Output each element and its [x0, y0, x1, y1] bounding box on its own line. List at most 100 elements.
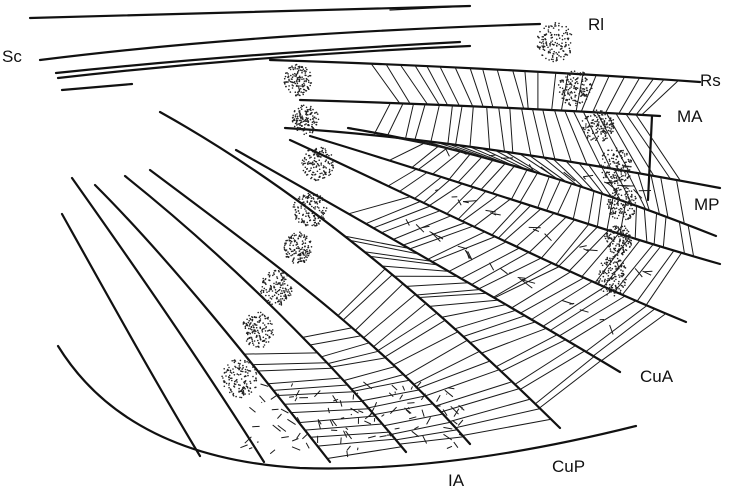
- stipple-spot: [599, 147, 632, 184]
- reticulation-veinlet: [583, 175, 593, 176]
- reticulation-cell: [340, 400, 342, 406]
- crossvein: [635, 206, 636, 239]
- reticulation-cell: [380, 436, 387, 437]
- crossvein: [606, 113, 641, 174]
- reticulation-veinlet: [490, 263, 494, 270]
- reticulation-cell: [351, 414, 352, 415]
- crossvein: [430, 300, 499, 306]
- label-cua: CuA: [640, 367, 674, 386]
- crossvein: [654, 213, 657, 244]
- crossvein: [456, 106, 463, 145]
- reticulation-cell: [403, 386, 405, 391]
- reticulation-cell: [341, 438, 342, 444]
- crossvein: [547, 180, 561, 211]
- crossvein: [427, 66, 448, 105]
- crossvein: [565, 111, 587, 165]
- crossvein: [520, 351, 585, 390]
- crossvein: [415, 104, 425, 139]
- crossvein: [593, 309, 655, 356]
- crossvein: [499, 107, 505, 151]
- crossvein: [582, 234, 619, 277]
- reticulation-cell: [306, 443, 309, 449]
- crossvein: [538, 177, 550, 208]
- reticulation-cell: [260, 396, 266, 402]
- crossvein: [496, 335, 557, 367]
- short-basal-vein: [62, 84, 132, 90]
- crossvein: [406, 283, 468, 287]
- label-sc: Sc: [2, 47, 22, 66]
- reticulation-cell: [261, 384, 269, 386]
- reticulation-veinlet: [422, 226, 429, 227]
- crossvein: [661, 177, 668, 217]
- crossvein: [606, 77, 625, 113]
- crossvein: [561, 74, 568, 111]
- crossvein: [374, 404, 433, 415]
- crossvein: [481, 163, 505, 189]
- crossvein: [440, 67, 459, 106]
- crossvein: [349, 197, 411, 214]
- reticulation-cell: [353, 394, 354, 399]
- crossvein: [555, 110, 572, 162]
- reticulation-cell: [291, 383, 292, 386]
- crossvein: [389, 143, 424, 160]
- reticulation-veinlet: [617, 185, 630, 186]
- crossvein: [540, 361, 601, 408]
- reticulation-cell: [351, 408, 359, 413]
- crossvein: [663, 217, 666, 248]
- crossvein: [455, 68, 473, 107]
- crossvein: [456, 409, 541, 428]
- crossvein: [471, 160, 494, 186]
- crossvein: [552, 73, 556, 110]
- crossvein: [559, 227, 598, 266]
- crossvein: [470, 106, 473, 146]
- reticulation-cell: [365, 413, 373, 419]
- crossvein: [642, 81, 679, 115]
- reticulation-veinlet: [509, 273, 512, 274]
- reticulation-cell: [328, 408, 329, 413]
- reticulation-veinlet: [579, 246, 586, 248]
- crossvein: [470, 322, 535, 343]
- reticulation-cell: [347, 451, 348, 457]
- reticulation-cell: [296, 390, 299, 396]
- crossvein: [597, 194, 602, 227]
- crossvein: [458, 157, 482, 182]
- reticulation-cell: [458, 420, 463, 426]
- crossvein: [573, 187, 580, 220]
- reticulation-cell: [411, 386, 412, 389]
- reticulation-cell: [358, 448, 359, 451]
- reticulation-cell: [422, 410, 424, 417]
- r-parallel-vein: [56, 42, 460, 73]
- crossvein: [619, 78, 640, 114]
- stipple-spot: [243, 312, 275, 348]
- crossvein: [636, 115, 681, 181]
- crossvein: [393, 332, 458, 365]
- crossvein: [303, 328, 353, 338]
- reticulation-cell: [445, 390, 453, 397]
- reticulation-cell: [437, 395, 441, 402]
- reticulation-veinlet: [584, 177, 586, 179]
- crossvein: [442, 305, 506, 318]
- reticulation-veinlet: [501, 269, 508, 274]
- crossvein: [525, 71, 528, 109]
- reticulation-cell: [249, 448, 252, 449]
- crossvein: [482, 328, 547, 353]
- crossvein: [384, 414, 443, 426]
- crossvein: [593, 76, 609, 112]
- crossvein: [626, 114, 670, 179]
- crossvein: [431, 105, 440, 142]
- reticulation-cell: [297, 433, 301, 439]
- reticulation-cell: [333, 395, 338, 402]
- reticulation-cell: [448, 388, 455, 389]
- crossvein: [305, 424, 383, 430]
- crossvein: [386, 64, 410, 103]
- crossvein: [497, 70, 508, 108]
- stippled-spots: [221, 22, 636, 398]
- reticulation-cell: [446, 394, 447, 395]
- reticulation-veinlet: [519, 278, 532, 288]
- anal-vein-3: [72, 178, 264, 462]
- reticulation-cell: [382, 415, 385, 417]
- crossvein: [493, 263, 552, 297]
- crossvein: [400, 65, 427, 105]
- label-cup: CuP: [552, 457, 585, 476]
